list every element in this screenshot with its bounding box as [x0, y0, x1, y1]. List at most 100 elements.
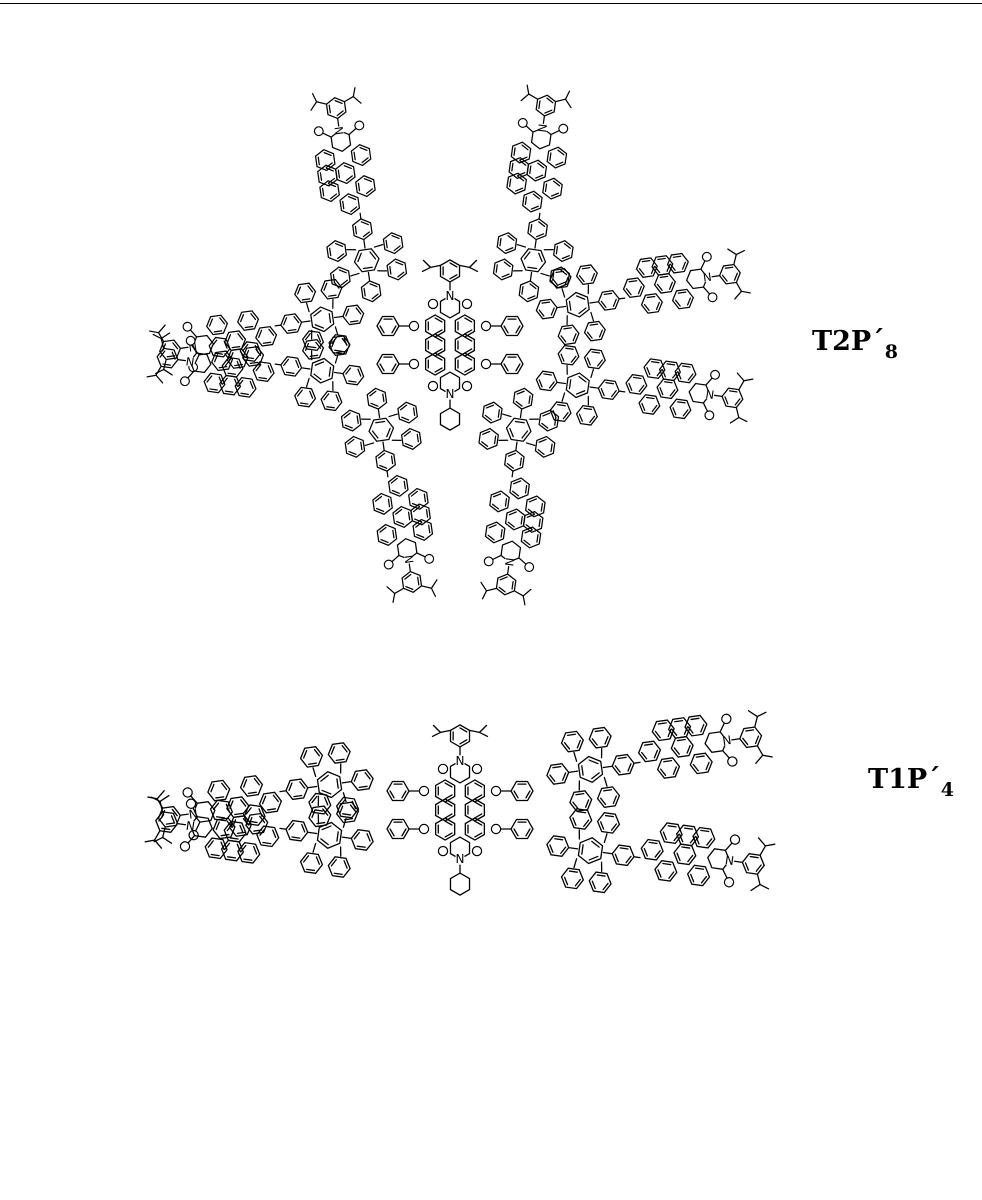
- double-bond: [503, 363, 509, 372]
- perylene-ring: [643, 358, 666, 379]
- isopropyl-bond: [153, 830, 161, 841]
- perylene-ring: [542, 177, 563, 200]
- double-bond: [342, 813, 352, 816]
- double-bond: [449, 274, 458, 280]
- double-bond: [405, 585, 414, 590]
- perylene-ring: [654, 859, 678, 882]
- core-benzene: [520, 248, 547, 273]
- nitrogen-atom: N: [724, 853, 735, 868]
- bond: [602, 851, 613, 855]
- double-bond: [295, 359, 300, 369]
- pendant-phenyl: [549, 268, 572, 289]
- double-bond: [525, 828, 531, 837]
- perylene-ring: [237, 841, 261, 864]
- double-bond: [513, 828, 519, 837]
- double-bond: [348, 450, 357, 455]
- double-bond: [589, 415, 596, 423]
- double-bond: [320, 838, 329, 846]
- bond: [377, 408, 381, 419]
- double-bond: [485, 404, 495, 409]
- double-bond: [570, 355, 577, 363]
- double-bond: [583, 407, 593, 411]
- double-bond: [209, 388, 218, 391]
- isopropyl-bond: [750, 883, 761, 892]
- double-bond: [336, 778, 339, 789]
- double-bond: [515, 400, 523, 407]
- double-bond: [360, 441, 363, 451]
- oxygen-atom: [185, 798, 197, 809]
- double-bond: [449, 262, 458, 268]
- double-bond: [474, 820, 483, 826]
- double-bond: [529, 283, 537, 290]
- isopropyl-bond: [431, 731, 442, 738]
- core-benzene: [316, 771, 343, 799]
- bond: [566, 364, 568, 375]
- double-bond: [617, 756, 627, 760]
- double-bond: [343, 337, 348, 347]
- double-bond: [532, 193, 540, 200]
- perylene-ring: [674, 362, 697, 384]
- bond: [600, 861, 603, 873]
- double-bond: [605, 382, 615, 385]
- isopropyl-bond: [762, 754, 773, 758]
- isopropyl-bond: [157, 324, 166, 334]
- linker-phenyl: [546, 835, 570, 857]
- double-bond: [464, 355, 473, 361]
- linker-phenyl: [352, 218, 373, 241]
- double-bond: [229, 837, 239, 840]
- pendant-phenyl: [560, 867, 585, 890]
- bond: [333, 371, 344, 375]
- double-bond: [530, 205, 539, 210]
- perylene-ring: [220, 839, 245, 862]
- pendant-phenyl: [478, 427, 500, 451]
- linker-phenyl: [350, 829, 374, 851]
- double-bond: [287, 328, 297, 332]
- double-bond: [392, 529, 395, 539]
- isopropyl-bond: [759, 845, 767, 856]
- bond: [540, 272, 550, 277]
- bond: [568, 770, 579, 774]
- double-bond: [338, 269, 347, 274]
- double-bond: [428, 524, 431, 534]
- isopropyl-bond: [735, 249, 745, 256]
- double-bond: [395, 261, 404, 266]
- double-bond: [614, 765, 621, 773]
- carbonyl-bond: [390, 554, 400, 563]
- diisopropylphenyl-ring: [325, 97, 347, 120]
- diisopropylphenyl-ring: [741, 853, 765, 875]
- double-bond: [507, 452, 517, 457]
- oxygen-atom: [313, 126, 324, 137]
- double-bond: [206, 375, 213, 383]
- perylene-ring: [207, 779, 231, 802]
- carbonyl-bond: [189, 328, 198, 338]
- isopropyl-bond: [160, 337, 165, 350]
- double-bond: [692, 763, 699, 772]
- double-bond: [474, 801, 483, 807]
- isopropyl-bond: [144, 839, 156, 843]
- double-bond: [337, 169, 341, 179]
- perylene-ring: [239, 775, 264, 797]
- nitrogen-atom: N: [702, 270, 712, 285]
- isopropyl-bond: [738, 416, 748, 423]
- double-bond: [482, 430, 491, 435]
- double-bond: [497, 409, 500, 418]
- isopropyl-bond: [756, 873, 761, 886]
- isopropyl-bond: [430, 587, 437, 597]
- double-bond: [689, 835, 697, 844]
- double-bond: [236, 831, 246, 835]
- double-bond: [572, 801, 579, 809]
- double-bond: [755, 864, 762, 872]
- double-bond: [348, 380, 357, 383]
- double-bond: [641, 402, 646, 412]
- pendant-phenyl: [557, 324, 580, 346]
- perylene-ring: [638, 394, 661, 415]
- dendrimer-arm: N: [149, 278, 365, 376]
- double-bond: [444, 820, 453, 826]
- double-bond: [357, 182, 361, 192]
- perylene-ring: [205, 314, 229, 336]
- perylene-ring: [506, 172, 527, 195]
- compound-label-t1p4-main: T1P´: [868, 764, 941, 795]
- double-bond: [575, 793, 585, 796]
- pendant-phenyl: [583, 348, 606, 370]
